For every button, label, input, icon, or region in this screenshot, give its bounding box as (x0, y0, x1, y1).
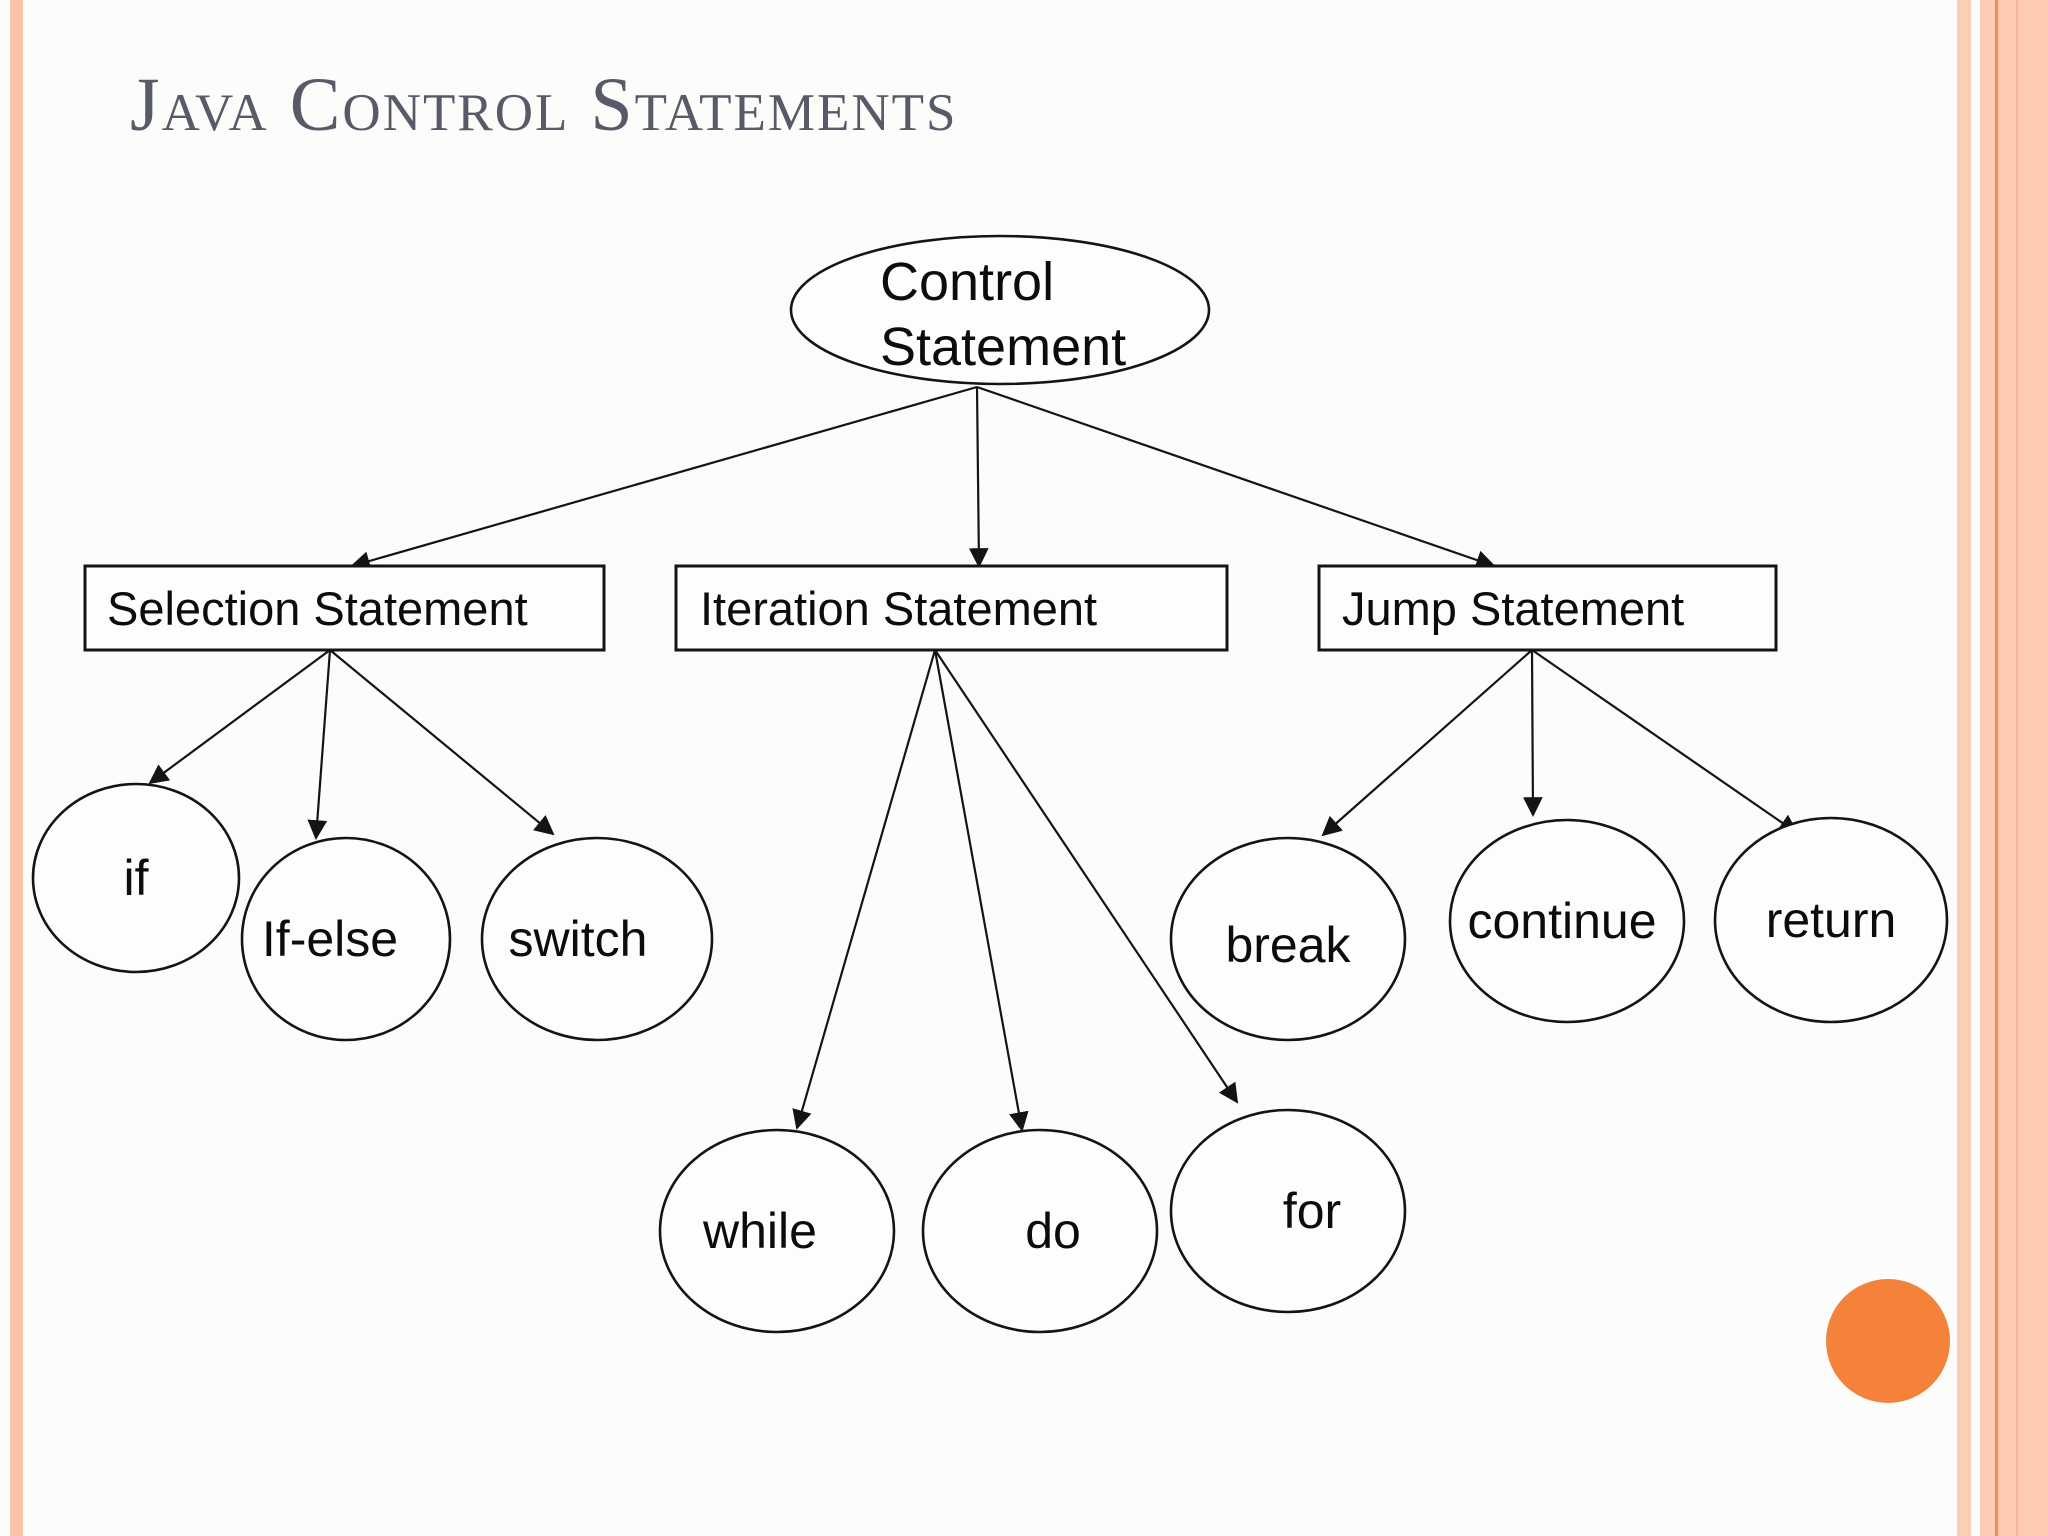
connector-iteration-for (934, 649, 1239, 1104)
leaf-do-label: do (1025, 1203, 1081, 1259)
accent-circle (1826, 1279, 1950, 1403)
connector-iteration-while (792, 649, 937, 1130)
branch-box-iteration (674, 564, 1229, 652)
leaf-return-ellipse (1713, 816, 1949, 1024)
leaf-if-label: if (124, 850, 149, 906)
connector-jump-return (1531, 649, 1799, 835)
root-node-ellipse (789, 234, 1211, 386)
connector-selection-if (148, 649, 331, 785)
leaf-if-ellipse (31, 782, 241, 974)
leaf-break-ellipse (1169, 836, 1407, 1042)
left-border-stripe (10, 0, 23, 1536)
branch-label-iteration: Iteration Statement (700, 582, 1097, 635)
leaf-for-label: for (1283, 1183, 1341, 1239)
root-node-label-line1: Control (880, 252, 1054, 312)
leaf-ifelse-label: If-else (262, 911, 398, 967)
right-border-faint-line (2016, 0, 2018, 1536)
branch-box-jump (1317, 564, 1778, 652)
branch-box-selection (83, 564, 606, 652)
leaf-switch-ellipse (480, 836, 714, 1042)
right-border-accent-line (1995, 0, 1998, 1536)
connector-selection-switch (329, 649, 555, 836)
leaf-continue-label: continue (1467, 893, 1656, 949)
connector-root-iteration (968, 386, 989, 568)
right-border-stripe-thin (1957, 0, 1971, 1536)
leaf-do-ellipse (921, 1128, 1159, 1334)
connector-selection-ifelse (307, 649, 332, 840)
leaf-switch-label: switch (509, 911, 648, 967)
leaf-while-ellipse (658, 1128, 896, 1334)
leaf-while-label: while (702, 1203, 817, 1259)
connector-root-selection (350, 385, 978, 571)
connector-jump-break (1321, 649, 1533, 837)
root-node-label-line2: Statement (880, 317, 1126, 377)
connector-jump-continue (1522, 649, 1543, 817)
leaf-for-ellipse (1169, 1108, 1407, 1314)
connector-root-jump (976, 385, 1496, 570)
branch-label-jump: Jump Statement (1342, 582, 1684, 635)
leaf-return-label: return (1766, 892, 1897, 948)
leaf-ifelse-ellipse (240, 836, 452, 1042)
connector-iteration-do (933, 649, 1029, 1132)
slide-title: Java Control Statements (130, 63, 958, 147)
leaf-break-label: break (1225, 917, 1351, 973)
branch-label-selection: Selection Statement (107, 582, 528, 635)
leaf-continue-ellipse (1448, 818, 1686, 1024)
right-border-stripe-wide (1980, 0, 2048, 1536)
